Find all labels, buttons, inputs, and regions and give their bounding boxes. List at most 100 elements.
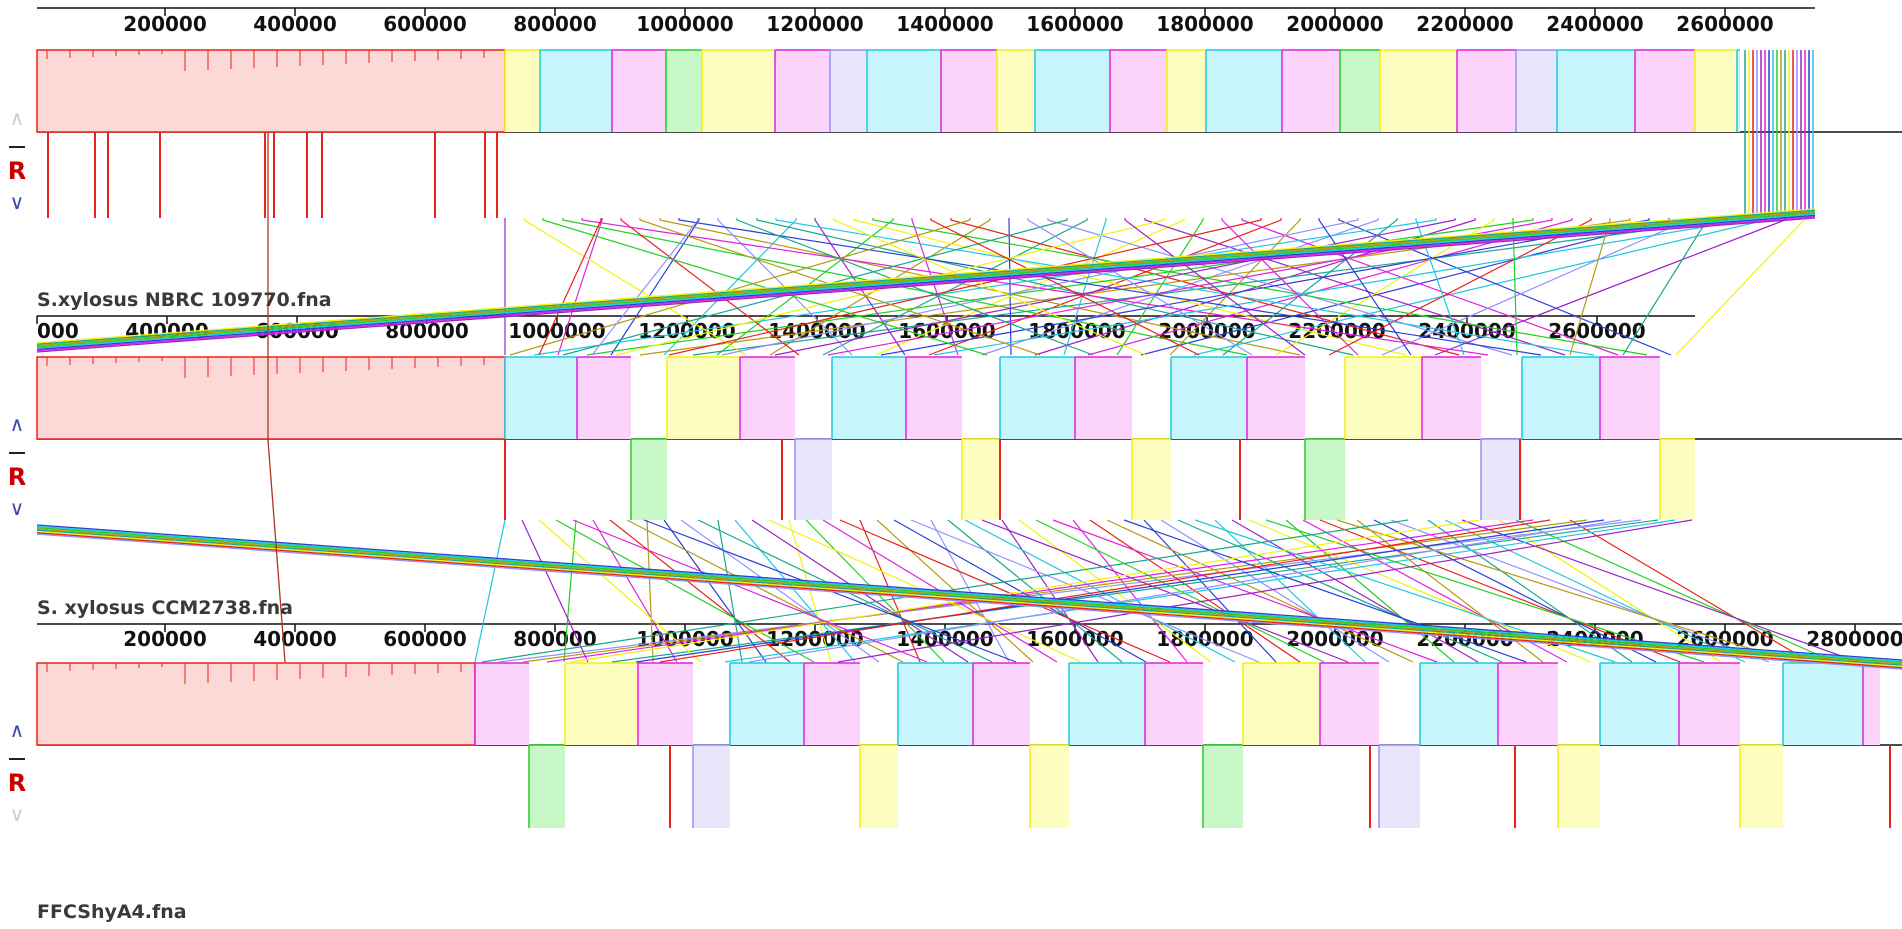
synteny-line	[837, 519, 1693, 663]
lcb-block	[1145, 663, 1203, 745]
synteny-line	[822, 218, 1088, 356]
synteny-line	[538, 519, 702, 663]
synteny-line	[721, 218, 1359, 356]
synteny-line	[509, 218, 971, 356]
move-up-icon[interactable]: ∧	[9, 106, 25, 130]
hide-genome-button[interactable]	[9, 758, 25, 760]
synteny-line	[1328, 218, 1592, 356]
synteny-line	[774, 218, 1456, 356]
lcb-block	[804, 663, 860, 745]
ruler-tick-label: 1000000	[636, 12, 733, 36]
lcb-block	[1243, 663, 1320, 745]
move-up-icon[interactable]: ∧	[9, 412, 25, 436]
synteny-line	[950, 218, 1460, 356]
synteny-line	[555, 519, 815, 663]
ruler-tick-label: 1800000	[1156, 627, 1253, 651]
synteny-line	[1214, 519, 1366, 663]
lcb-block	[1740, 745, 1783, 828]
synteny-line	[533, 218, 1437, 356]
move-down-icon[interactable]: ∨	[9, 802, 25, 826]
synteny-line	[893, 519, 1147, 663]
lcb-block	[1069, 663, 1145, 745]
reference-button[interactable]: R	[7, 463, 27, 491]
ruler-tick-label: 2600000	[1548, 319, 1645, 343]
lcb-block	[666, 50, 702, 132]
synteny-line	[1116, 218, 1204, 356]
synteny-line	[267, 439, 286, 663]
synteny-line	[639, 218, 1631, 356]
lcb-block	[1345, 357, 1422, 439]
lcb-block	[962, 439, 1000, 520]
lcb-block	[36, 662, 476, 746]
synteny-line	[717, 218, 853, 356]
move-down-icon[interactable]: ∨	[9, 190, 25, 214]
synteny-line	[591, 218, 699, 356]
hide-genome-button[interactable]	[9, 146, 25, 148]
synteny-line	[1338, 218, 1672, 356]
lcb-block	[740, 357, 795, 439]
synteny-line	[1143, 519, 1277, 663]
synteny-line	[36, 213, 1816, 349]
move-down-icon[interactable]: ∨	[9, 496, 25, 520]
synteny-line	[668, 218, 1262, 356]
synteny-line	[620, 218, 800, 356]
synteny-line	[1072, 519, 1188, 663]
lcb-block	[1206, 50, 1282, 132]
genome-label-3: FFCShyA4.fna	[37, 901, 187, 923]
synteny-line	[1415, 218, 1465, 356]
synteny-line	[1319, 519, 1681, 663]
genome-label-2: S. xylosus CCM2738.fna	[37, 597, 293, 619]
synteny-line	[1221, 218, 1359, 356]
synteny-line	[716, 218, 894, 356]
synteny-line	[814, 218, 906, 356]
lcb-block	[730, 663, 804, 745]
ruler-tick-label: 1800000	[1156, 12, 1253, 36]
synteny-line	[36, 533, 1902, 670]
synteny-line	[1318, 218, 1412, 356]
genome-label-1: S.xylosus NBRC 109770.fna	[37, 289, 332, 311]
reference-button[interactable]: R	[7, 157, 27, 185]
lcb-block	[1679, 663, 1740, 745]
synteny-line	[523, 218, 747, 356]
synteny-line	[586, 218, 1534, 356]
synteny-line	[1265, 519, 1705, 663]
lcb-block	[505, 50, 540, 132]
lcb-block	[997, 50, 1035, 132]
hide-genome-button[interactable]	[9, 452, 25, 454]
synteny-line	[736, 218, 1094, 356]
synteny-line	[775, 218, 1595, 356]
lcb-block	[832, 357, 906, 439]
synteny-line	[522, 519, 1588, 663]
synteny-line	[498, 519, 1642, 663]
synteny-line	[36, 532, 1902, 669]
lcb-block	[1635, 50, 1695, 132]
synteny-line	[1034, 218, 1476, 356]
synteny-line	[659, 218, 1301, 356]
lcb-block	[565, 663, 638, 745]
synteny-line	[769, 218, 991, 356]
ruler-tick-label: 400000	[253, 12, 337, 36]
synteny-line	[1285, 519, 1455, 663]
reference-button[interactable]: R	[7, 769, 27, 797]
synteny-line	[36, 526, 1902, 664]
ruler-tick-label: 2000000	[1286, 12, 1383, 36]
synteny-line	[592, 519, 678, 663]
synteny-line	[1569, 519, 1811, 663]
lcb-block	[638, 663, 693, 745]
synteny-line	[546, 519, 1534, 663]
lcb-block	[1516, 50, 1557, 132]
synteny-line	[36, 216, 1816, 352]
move-up-icon[interactable]: ∧	[9, 718, 25, 742]
synteny-line	[748, 519, 1622, 663]
lcb-block	[1558, 745, 1600, 828]
lcb-block	[795, 439, 832, 520]
synteny-line	[1144, 218, 1566, 356]
lcb-block	[693, 745, 730, 828]
lcb-block	[540, 50, 612, 132]
lcb-block	[1380, 50, 1457, 132]
synteny-line	[1087, 218, 1573, 356]
synteny-line	[563, 519, 577, 663]
